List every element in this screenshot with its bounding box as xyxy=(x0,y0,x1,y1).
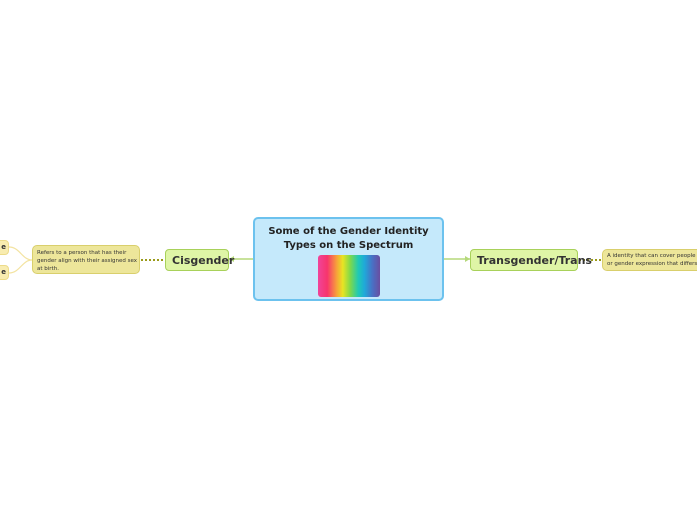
note-cisgender[interactable]: Refers to a person that has their gender… xyxy=(32,245,140,274)
note-line: gender align with their assigned sex xyxy=(37,258,138,264)
central-topic[interactable]: Some of the Gender Identity Types on the… xyxy=(253,217,444,301)
topic-transgender[interactable]: Transgender/Trans xyxy=(470,249,592,271)
rainbow-spectrum-image xyxy=(318,255,380,297)
leaf-node[interactable]: e xyxy=(0,265,9,280)
note-line: or gender expression that differs f xyxy=(607,261,697,267)
note-line: Refers to a person that has their xyxy=(37,250,127,256)
central-title: Some of the Gender Identity Types on the… xyxy=(268,226,429,251)
connector-leaves xyxy=(8,246,33,274)
arrow-icon xyxy=(465,256,470,262)
note-line: A identity that can cover people th xyxy=(607,253,697,259)
arrow-icon xyxy=(229,256,234,262)
note-line: at birth. xyxy=(37,266,59,272)
note-transgender[interactable]: A identity that can cover people th or g… xyxy=(602,249,697,271)
topic-cisgender[interactable]: Cisgender xyxy=(165,249,234,271)
leaf-node[interactable]: e xyxy=(0,240,9,255)
